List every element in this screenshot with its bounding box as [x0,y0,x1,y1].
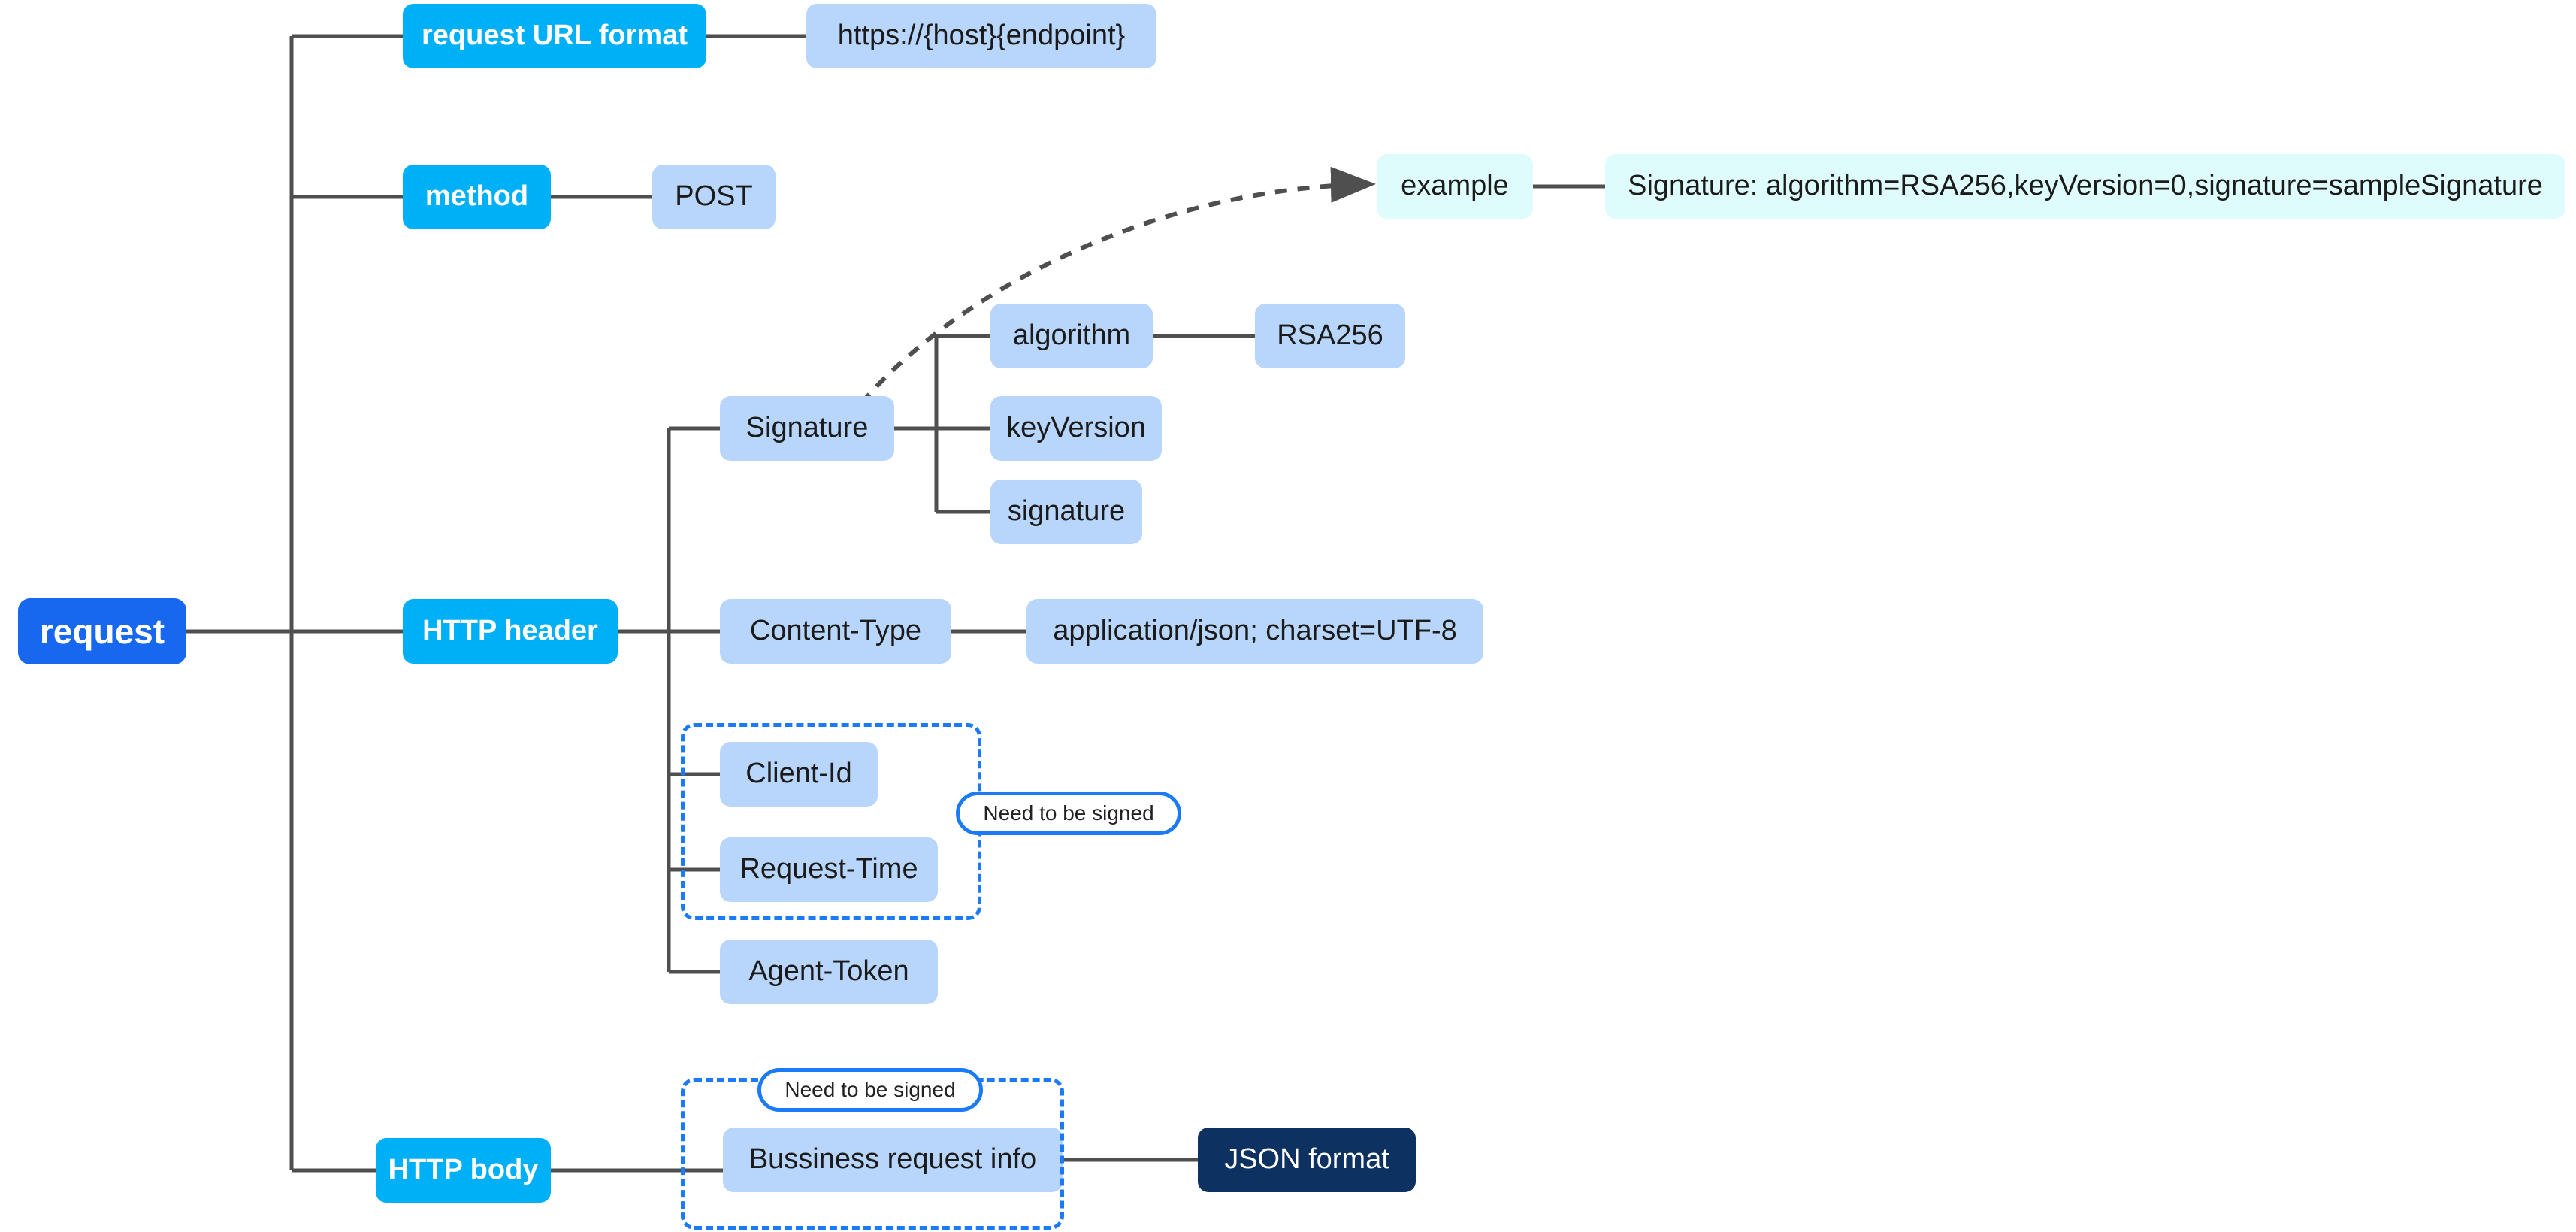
node-method-post[interactable]: POST [652,165,776,229]
node-http-header[interactable]: HTTP header [403,599,618,664]
node-signature-field[interactable]: signature [990,480,1142,544]
badge-need-to-be-signed-body: Need to be signed [757,1068,983,1112]
node-algorithm[interactable]: algorithm [990,304,1153,368]
node-keyversion[interactable]: keyVersion [990,396,1162,461]
node-url-format-value[interactable]: https://{host}{endpoint} [806,4,1156,68]
node-agent-token[interactable]: Agent-Token [720,940,938,1004]
node-algorithm-value[interactable]: RSA256 [1255,304,1405,368]
node-content-type[interactable]: Content-Type [720,599,951,664]
node-example[interactable]: example [1377,154,1533,219]
node-http-body[interactable]: HTTP body [376,1138,551,1203]
node-request[interactable]: request [18,598,186,664]
badge-need-to-be-signed-header: Need to be signed [956,792,1181,835]
node-business-request-info[interactable]: Bussiness request info [723,1128,1063,1192]
node-client-id[interactable]: Client-Id [720,742,878,807]
node-request-url-format[interactable]: request URL format [403,4,706,68]
node-content-type-value[interactable]: application/json; charset=UTF-8 [1026,599,1483,664]
node-method[interactable]: method [403,165,551,229]
node-example-value[interactable]: Signature: algorithm=RSA256,keyVersion=0… [1605,154,2565,219]
signed-group-header [681,723,981,920]
node-json-format[interactable]: JSON format [1198,1128,1416,1192]
node-request-time[interactable]: Request-Time [720,837,938,902]
edge-signature-example-dashed [845,166,1376,422]
node-signature[interactable]: Signature [720,396,894,461]
